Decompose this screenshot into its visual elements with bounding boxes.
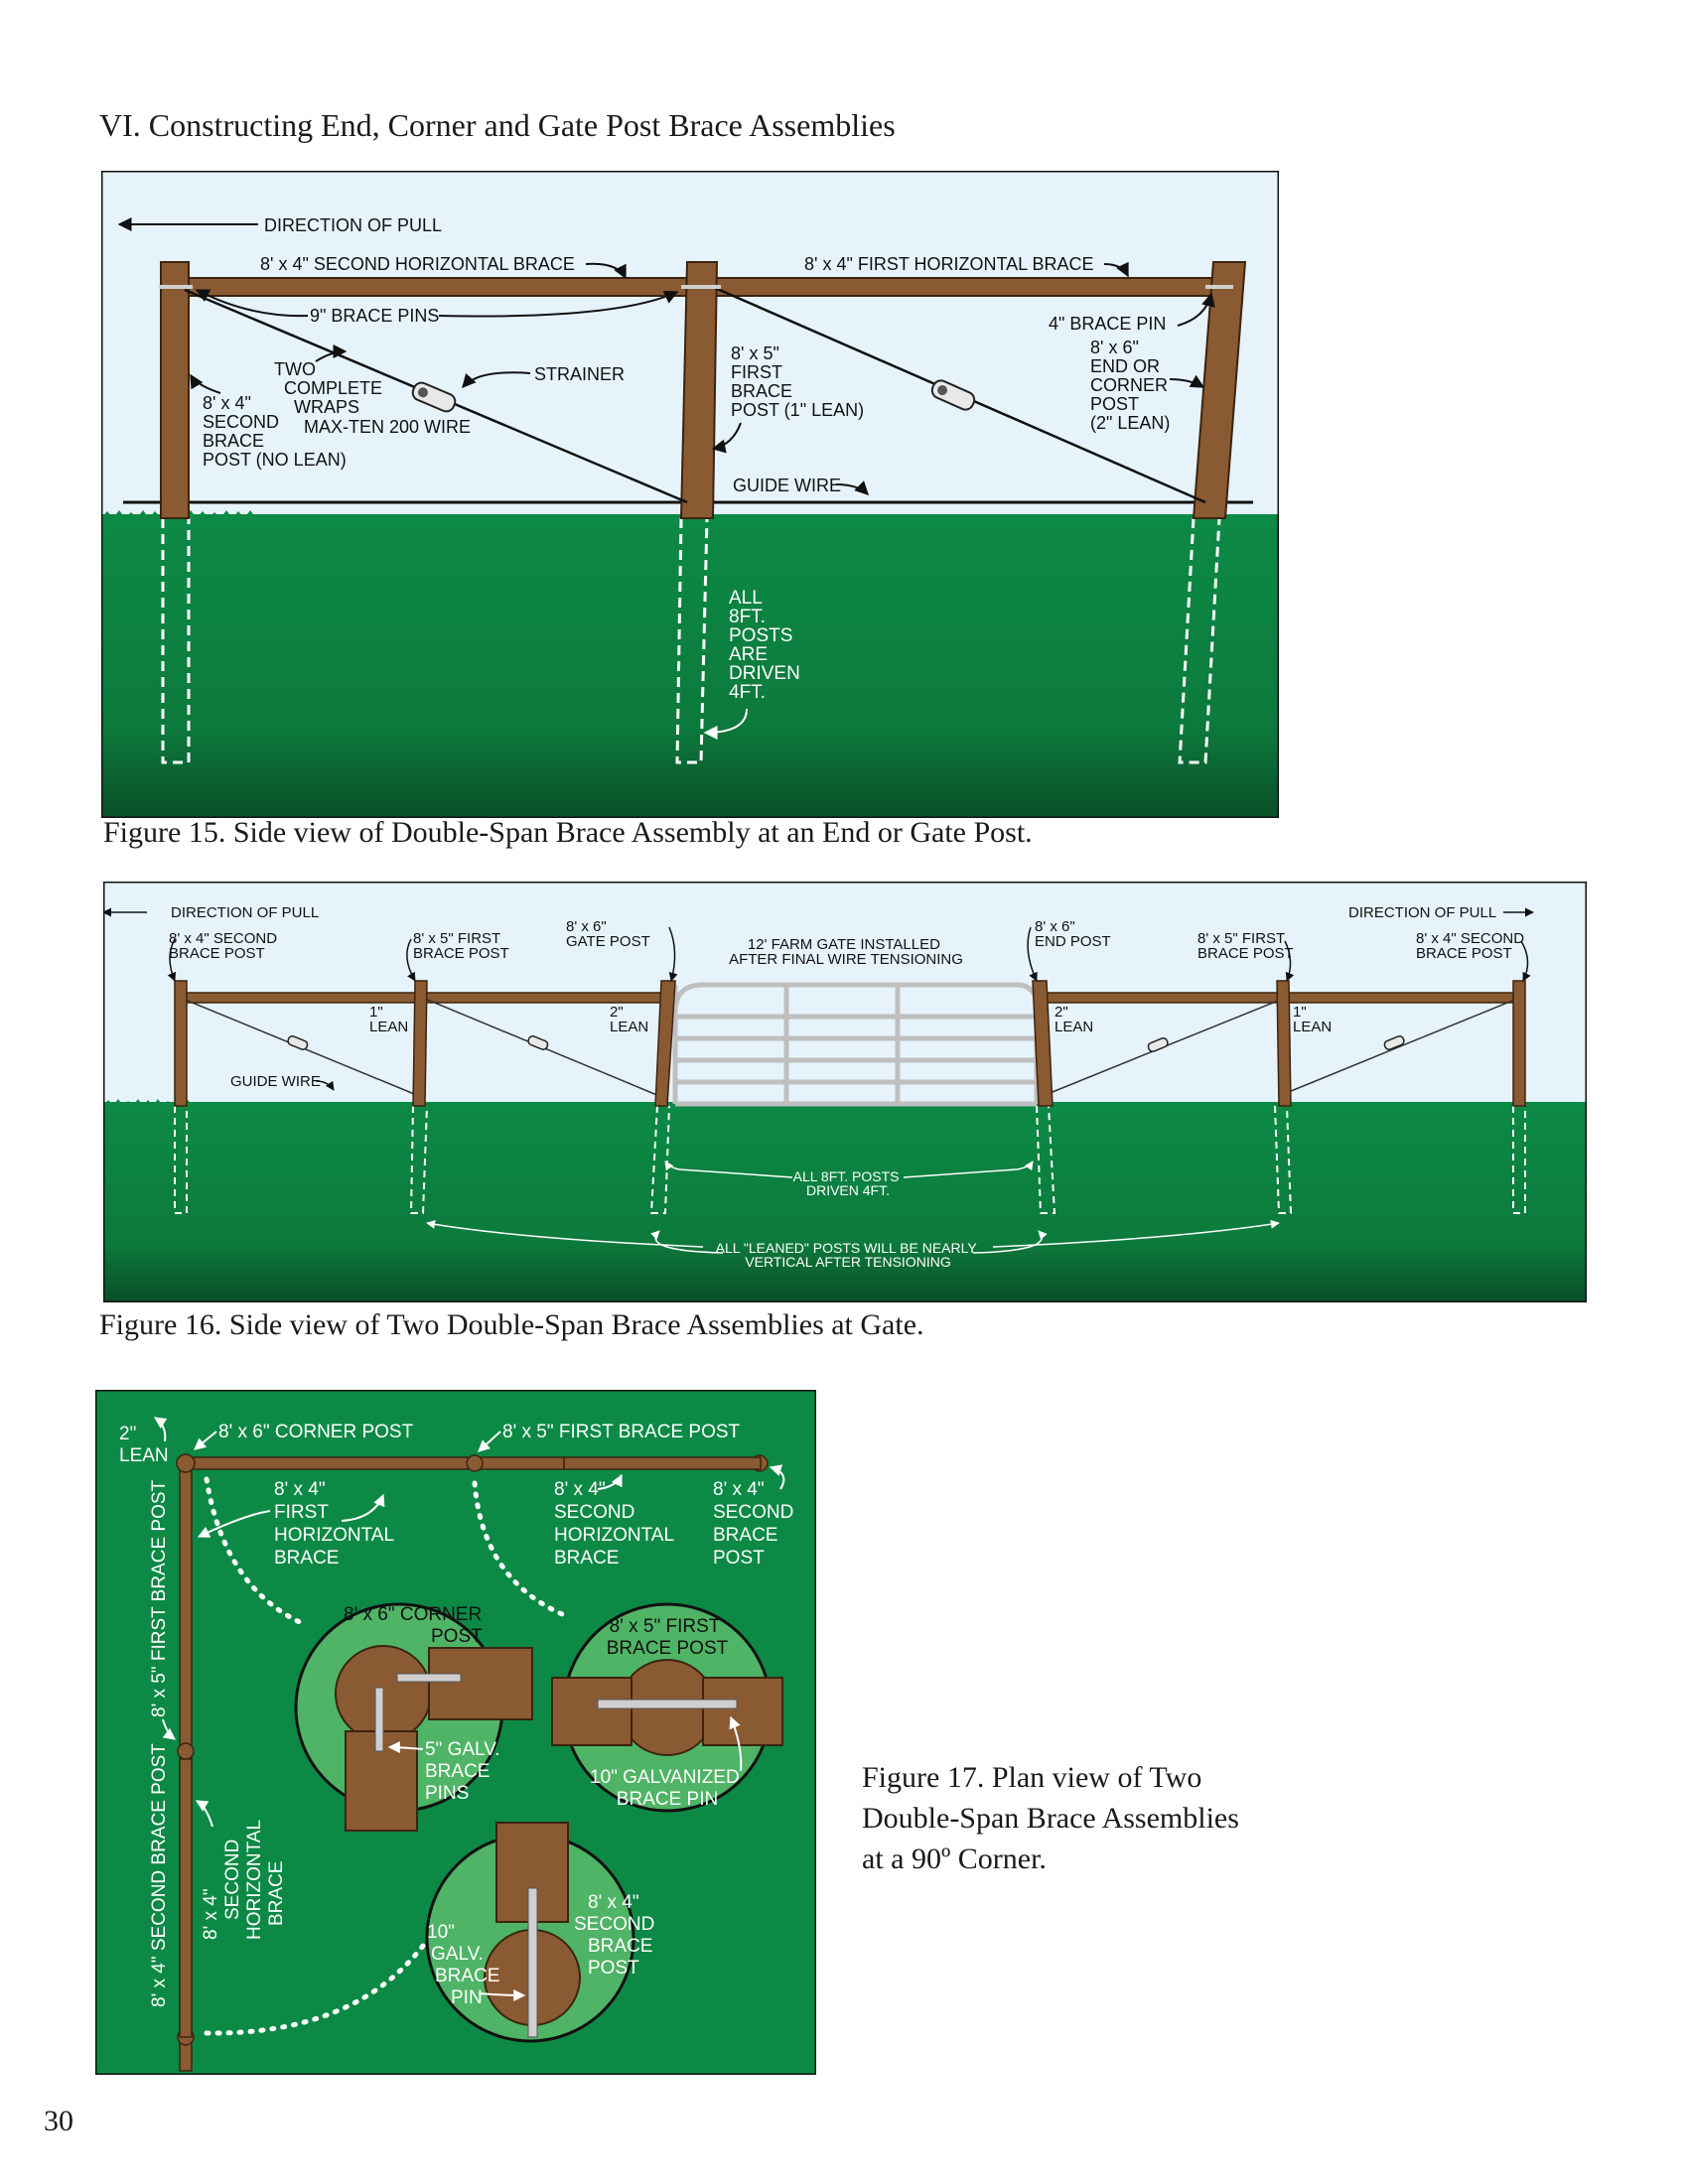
second-brace-post-top-label: 8' x 4" SECOND BRACE POST [713,1479,799,1569]
end-corner-post [1192,261,1247,519]
second-horizontal-brace-label: 8' x 4" SECOND HORIZONTAL BRACE [260,254,575,274]
right-first-brace-post-label: 8' x 5" FIRST BRACE POST [1197,930,1294,962]
end-post-label: 8' x 6" END POST [1035,918,1111,950]
direction-of-pull-right: DIRECTION OF PULL [1348,904,1496,921]
page-number: 30 [44,2105,73,2137]
lean-1-left: 1" LEAN [369,1004,408,1035]
guide-wire-label: GUIDE WIRE [733,476,841,495]
detail-pin10-label: 10" GALVANIZED BRACE PIN [590,1767,745,1810]
left-second-brace-post-label: 8' x 4" SECOND BRACE POST [169,930,281,962]
posts [174,980,1526,1107]
strainer-left [411,381,457,413]
second-brace-post [160,261,190,519]
first-horizontal-brace-label: 8' x 4" FIRST HORIZONTAL BRACE [804,254,1094,274]
detail-first-brace-post [551,1602,783,1813]
guide-wire-label: GUIDE WIRE [230,1073,321,1090]
first-brace-post-top-label: 8' x 5" FIRST BRACE POST [502,1422,741,1442]
direction-of-pull-label: DIRECTION OF PULL [264,215,442,235]
left-first-brace-post-label: 8' x 5" FIRST BRACE POST [413,930,509,962]
figure-16-side-view: DIRECTION OF PULL DIRECTION OF PULL 8' x… [103,882,1587,1302]
farm-gate-label: 12' FARM GATE INSTALLED AFTER FINAL WIRE… [729,936,963,968]
max-ten-wire-label: MAX-TEN 200 WIRE [304,417,471,437]
detail-first-label: 8' x 5" FIRST BRACE POST [607,1616,729,1659]
detail-second-brace-post [425,1822,635,2043]
right-second-brace-post-label: 8' x 4" SECOND BRACE POST [1416,930,1528,962]
second-horizontal-brace-top-label: 8' x 4" SECOND HORIZONTAL BRACE [554,1479,679,1569]
posts-driven-label: ALL 8FT. POSTS ARE DRIVEN 4FT. [729,588,805,703]
figure-17-plan-view: 2" LEAN 8' x 6" CORNER POST 8' x 5" FIRS… [95,1390,816,2075]
detail-pins-label: 5" GALV. BRACE PINS [425,1739,505,1804]
lean-2-right: 2" LEAN [1055,1004,1093,1035]
detail-corner-post [294,1602,533,1832]
second-brace-post-label: 8' x 4" SECOND BRACE POST (NO LEAN) [203,393,347,470]
leaned-vertical-label: ALL "LEANED" POSTS WILL BE NEARLY VERTIC… [716,1240,981,1270]
strainers [287,1035,1405,1052]
posts-driven-label: ALL 8FT. POSTS DRIVEN 4FT. [793,1168,904,1198]
direction-of-pull-left: DIRECTION OF PULL [171,904,319,921]
first-brace-post [679,261,719,519]
underground-posts [174,1105,1526,1214]
section-title: VI. Constructing End, Corner and Gate Po… [99,107,896,143]
lean-2-left: 2" LEAN [610,1004,648,1035]
first-horizontal-brace-label: 8' x 4" FIRST HORIZONTAL BRACE [274,1479,399,1569]
two-wraps-label: TWO COMPLETE WRAPS [274,359,387,417]
detail-corner-label: 8' x 6" CORNER POST [344,1604,487,1647]
second-brace-post-side-label: 8' x 4" SECOND BRACE POST [149,1743,170,2007]
second-horizontal-brace-side [179,1758,193,2038]
figure-15-caption: Figure 15. Side view of Double-Span Brac… [103,816,1033,849]
second-horizontal-brace-side-label: 8' x 4" SECOND HORIZONTAL BRACE [201,1815,287,1940]
gate-post-label: 8' x 6" GATE POST [566,918,650,950]
figure-15-side-view: DIRECTION OF PULL 8' x 4" SECOND HORIZON… [101,171,1279,818]
detail-galv10-label: 10" GALV. BRACE PIN [427,1922,505,2008]
ground [101,514,1279,818]
strainer-label: STRAINER [534,364,625,384]
first-brace-post-side-label: 8' x 5" FIRST BRACE POST [149,1479,170,1717]
second-horizontal-brace [160,277,718,297]
end-corner-post-label: 8' x 6" END OR CORNER POST (2" LEAN) [1090,338,1173,433]
first-horizontal-brace [706,277,1216,297]
lean-1-right: 1" LEAN [1293,1004,1332,1035]
detail-second-label: 8' x 4" SECOND BRACE POST [574,1892,660,1979]
corner-post-label: 8' x 6" CORNER POST [218,1422,414,1442]
underground-posts [161,517,1221,764]
brace-pin-4-label: 4" BRACE PIN [1049,314,1166,334]
figure-17-caption: Figure 17. Plan view of Two Double-Span … [862,1761,1239,1875]
strainer-right [930,379,976,411]
brace-pins-9-label: 9" BRACE PINS [310,306,439,326]
first-brace-post-label: 8' x 5" FIRST BRACE POST (1" LEAN) [731,343,864,420]
figure-16-caption: Figure 16. Side view of Two Double-Span … [99,1308,924,1341]
lean-label: 2" LEAN [119,1424,169,1466]
second-horizontal-brace-top [563,1456,762,1470]
